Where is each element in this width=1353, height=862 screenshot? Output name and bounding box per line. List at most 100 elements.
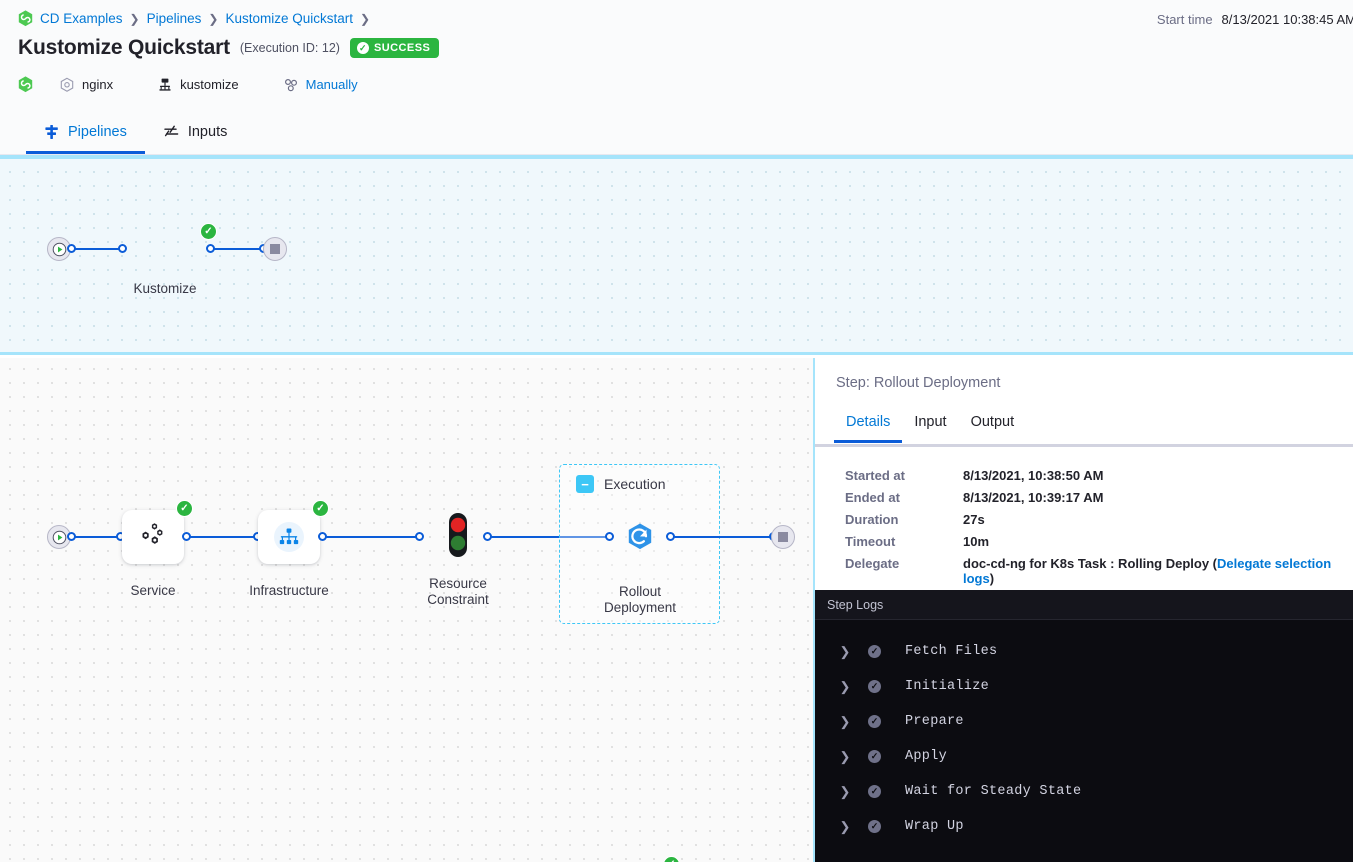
graph-edge: [674, 536, 774, 538]
log-name: Wrap Up: [905, 819, 964, 834]
step-status-success-icon: ✓: [176, 500, 193, 517]
graph-edge: [214, 248, 264, 250]
edge-port: [118, 244, 127, 253]
exec-end-node[interactable]: [771, 525, 795, 549]
infrastructure-icon: [274, 522, 304, 552]
graph-edge: [491, 536, 613, 538]
play-icon: [52, 242, 66, 256]
breadcrumb-item-1[interactable]: Pipelines: [146, 11, 202, 26]
tab-pipelines-label: Pipelines: [68, 124, 127, 140]
graph-edge: [326, 536, 420, 538]
detail-key-delegate: Delegate: [845, 556, 900, 571]
tab-details[interactable]: Details: [834, 408, 903, 443]
breadcrumb-separator: ❯: [360, 11, 371, 26]
log-name: Fetch Files: [905, 644, 998, 659]
stop-icon: [270, 244, 280, 254]
step-details-title: Step: Rollout Deployment: [836, 375, 1001, 391]
detail-key-started-at: Started at: [845, 468, 905, 483]
log-row[interactable]: ❯ ✓ Prepare: [815, 704, 1353, 739]
graph-edge: [75, 536, 120, 538]
meta-item-trigger[interactable]: Manually: [283, 77, 358, 93]
harness-hex-icon: [18, 10, 33, 27]
chevron-right-icon[interactable]: ❯: [839, 713, 851, 729]
tab-input[interactable]: Input: [914, 414, 947, 430]
start-time-value: 8/13/2021 10:38:45 AM: [1221, 12, 1353, 27]
step-node-service[interactable]: [122, 510, 184, 564]
log-status-success-icon: ✓: [868, 680, 881, 693]
inputs-icon: [163, 124, 179, 140]
service-gears-icon: [142, 523, 163, 544]
step-node-infrastructure[interactable]: [258, 510, 320, 564]
pipeline-icon: [44, 124, 59, 140]
log-row[interactable]: ❯ ✓ Wait for Steady State: [815, 774, 1353, 809]
breadcrumb-separator: ❯: [208, 11, 219, 26]
breadcrumb-separator: ❯: [129, 11, 140, 26]
delegate-selection-logs-link[interactable]: Delegate selection logs: [963, 556, 1332, 586]
breadcrumb-item-0[interactable]: CD Examples: [40, 11, 123, 26]
log-row[interactable]: ❯ ✓ Fetch Files: [815, 634, 1353, 669]
log-name: Initialize: [905, 679, 990, 694]
log-status-success-icon: ✓: [868, 645, 881, 658]
stop-icon: [778, 532, 788, 542]
tab-pipelines[interactable]: Pipelines: [26, 114, 145, 154]
step-group-header[interactable]: − Execution: [576, 475, 665, 493]
meta-label-trigger[interactable]: Manually: [305, 77, 358, 92]
detail-key-ended-at: Ended at: [845, 490, 900, 505]
step-node-label-service: Service: [130, 583, 176, 598]
status-badge-label: SUCCESS: [373, 42, 431, 54]
graph-end-node[interactable]: [263, 237, 287, 261]
log-status-success-icon: ✓: [868, 785, 881, 798]
tab-output[interactable]: Output: [970, 414, 1015, 430]
chevron-right-icon[interactable]: ❯: [839, 783, 851, 799]
detail-value-timeout: 10m: [963, 534, 990, 549]
step-logs-header: Step Logs: [815, 590, 1353, 620]
execution-graph-canvas[interactable]: ✓ Service ✓ Infr: [0, 358, 813, 862]
page-header: CD Examples ❯ Pipelines ❯ Kustomize Quic…: [0, 0, 1353, 155]
panel-tab-divider: [815, 444, 1353, 447]
step-group-title: Execution: [604, 476, 666, 492]
metadata-row: nginx kustomize: [18, 76, 358, 93]
log-status-success-icon: ✓: [868, 715, 881, 728]
step-node-resource-constraint[interactable]: [444, 510, 472, 562]
page-title: Kustomize Quickstart: [18, 36, 230, 59]
log-row[interactable]: ❯ ✓ Wrap Up: [815, 809, 1353, 844]
detail-value-duration: 27s: [963, 512, 985, 527]
stage-status-success-icon: ✓: [200, 223, 217, 240]
step-details-panel: Step: Rollout Deployment Details Input O…: [813, 358, 1353, 862]
tab-inputs-label: Inputs: [187, 124, 228, 140]
step-status-success-icon: ✓: [663, 856, 680, 862]
breadcrumb-item-2[interactable]: Kustomize Quickstart: [225, 11, 353, 26]
play-icon: [52, 530, 66, 544]
breadcrumb: CD Examples ❯ Pipelines ❯ Kustomize Quic…: [18, 10, 370, 27]
trigger-icon: [283, 77, 299, 93]
harness-hex-icon: [18, 76, 33, 93]
chevron-right-icon[interactable]: ❯: [839, 748, 851, 764]
meta-item-kustomize: kustomize: [157, 77, 239, 93]
tab-inputs[interactable]: Inputs: [145, 114, 246, 154]
service-hex-icon: [59, 77, 75, 93]
start-time-label: Start time: [1156, 12, 1213, 27]
log-name: Prepare: [905, 714, 964, 729]
traffic-light-icon: [449, 513, 467, 557]
stage-node-label: Kustomize: [133, 281, 197, 296]
log-status-success-icon: ✓: [868, 820, 881, 833]
minus-icon[interactable]: −: [576, 475, 594, 493]
detail-value-started-at: 8/13/2021, 10:38:50 AM: [963, 468, 1104, 483]
detail-value-ended-at: 8/13/2021, 10:39:17 AM: [963, 490, 1104, 505]
title-row: Kustomize Quickstart (Execution ID: 12) …: [18, 36, 440, 60]
execution-id: (Execution ID: 12): [239, 41, 340, 55]
log-row[interactable]: ❯ ✓ Initialize: [815, 669, 1353, 704]
chevron-right-icon[interactable]: ❯: [839, 643, 851, 659]
start-time: Start time 8/13/2021 10:38:45 AM: [1157, 12, 1353, 27]
header-tabs: Pipelines Inputs: [26, 114, 245, 154]
log-row[interactable]: ❯ ✓ Apply: [815, 739, 1353, 774]
meta-item-service: nginx: [59, 77, 113, 93]
edge-port: [415, 532, 424, 541]
step-logs-list: ❯ ✓ Fetch Files ❯ ✓ Initialize ❯ ✓ Prepa…: [815, 620, 1353, 844]
pipeline-graph-canvas[interactable]: ✓ Kustomize: [0, 155, 1353, 421]
chevron-right-icon[interactable]: ❯: [839, 818, 851, 834]
delegate-text-prefix: doc-cd-ng for K8s Task : Rolling Deploy …: [963, 556, 1217, 571]
check-icon: ✓: [356, 42, 369, 54]
step-logs-console: Step Logs ❯ ✓ Fetch Files ❯ ✓ Initialize…: [815, 590, 1353, 862]
chevron-right-icon[interactable]: ❯: [839, 678, 851, 694]
